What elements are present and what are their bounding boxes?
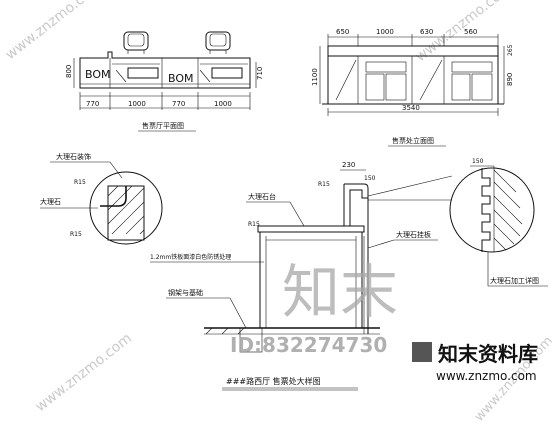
elevation-dim-top-1: 650 bbox=[336, 28, 349, 36]
label-r15-a: R15 bbox=[74, 179, 86, 186]
label-detail-note: 大理石加工详图 bbox=[490, 276, 539, 285]
elevation-dim-right-bottom: 890 bbox=[506, 73, 514, 86]
plan-dim-left: 800 bbox=[65, 65, 73, 78]
label-steel-frame: 钢架与基础 bbox=[168, 288, 203, 297]
counter-section: 230 R15 150 大理石台 R15 1.2mm铁板面漆白色防锈处理 大理石… bbox=[150, 161, 453, 353]
elevation-dim-right-top: 265 bbox=[507, 44, 514, 56]
elevation-dim-left: 1100 bbox=[311, 68, 319, 86]
plan-dim-bottom-1: 770 bbox=[86, 100, 99, 108]
elevation-dim-top-2: 1000 bbox=[376, 28, 394, 36]
monitor-left-icon bbox=[127, 67, 159, 79]
monitor-right-icon bbox=[211, 67, 243, 79]
watermark-url: www.znzmo.com bbox=[436, 369, 537, 383]
plan-dim-bottom-3: 770 bbox=[172, 100, 185, 108]
elevation-dim-top-3: 630 bbox=[420, 28, 433, 36]
elevation-dim-top-4: 560 bbox=[464, 28, 477, 36]
drawer-block-left bbox=[365, 61, 407, 73]
plan-dim-bottom-2: 1000 bbox=[128, 100, 146, 108]
drawer-block-right bbox=[451, 61, 493, 73]
chair-right-icon bbox=[205, 31, 231, 54]
chair-left-icon bbox=[123, 31, 149, 54]
plan-logo-right: BOM bbox=[168, 72, 194, 85]
label-counter-top: 大理石台 bbox=[248, 192, 276, 201]
section-dim-r: R15 bbox=[318, 181, 330, 188]
watermark-id: ID:832274730 bbox=[230, 333, 387, 357]
label-paint-note: 1.2mm铁板面漆白色防锈处理 bbox=[150, 253, 231, 261]
watermark-top-left: www.znzmo.com bbox=[3, 0, 105, 63]
label-marble: 大理石 bbox=[40, 197, 61, 206]
brand-logo-icon bbox=[412, 342, 432, 362]
label-marble-panel: 大理石挂板 bbox=[396, 230, 431, 239]
plan-dim-bottom-4: 1000 bbox=[214, 100, 232, 108]
label-r15-c: R15 bbox=[248, 221, 260, 228]
label-r15-b: R15 bbox=[70, 231, 82, 238]
detail-circle-right: 150 大理石加工详图 bbox=[449, 158, 548, 287]
elevation-view: 650 1000 630 560 265 890 1100 3540 售票处立面… bbox=[311, 28, 514, 147]
elevation-title: 售票处立面图 bbox=[392, 136, 434, 145]
detail-circle-left: 大理石装饰 R15 大理石 R15 bbox=[40, 152, 163, 245]
plan-title: 售票厅平面图 bbox=[142, 121, 184, 130]
plan-view: BOM BOM 800 710 770 1000 770 1000 售票厅平面图 bbox=[65, 31, 264, 132]
section-title: ###路西厅 售票处大样图 bbox=[226, 376, 321, 386]
watermark-brand: 知末资料库 bbox=[438, 342, 538, 366]
watermark-center-logo: 知末 bbox=[282, 258, 398, 326]
watermark-left-side: www.znzmo.com bbox=[33, 330, 135, 415]
plan-logo-left: BOM bbox=[85, 68, 111, 81]
section-dim-r-top: 150 bbox=[364, 175, 376, 182]
plan-dim-right: 710 bbox=[256, 67, 264, 80]
label-marble-decor: 大理石装饰 bbox=[56, 152, 91, 161]
detail-dim-right: 150 bbox=[472, 158, 484, 165]
section-dim-top: 230 bbox=[342, 161, 355, 169]
elevation-dim-bottom: 3540 bbox=[402, 104, 420, 112]
